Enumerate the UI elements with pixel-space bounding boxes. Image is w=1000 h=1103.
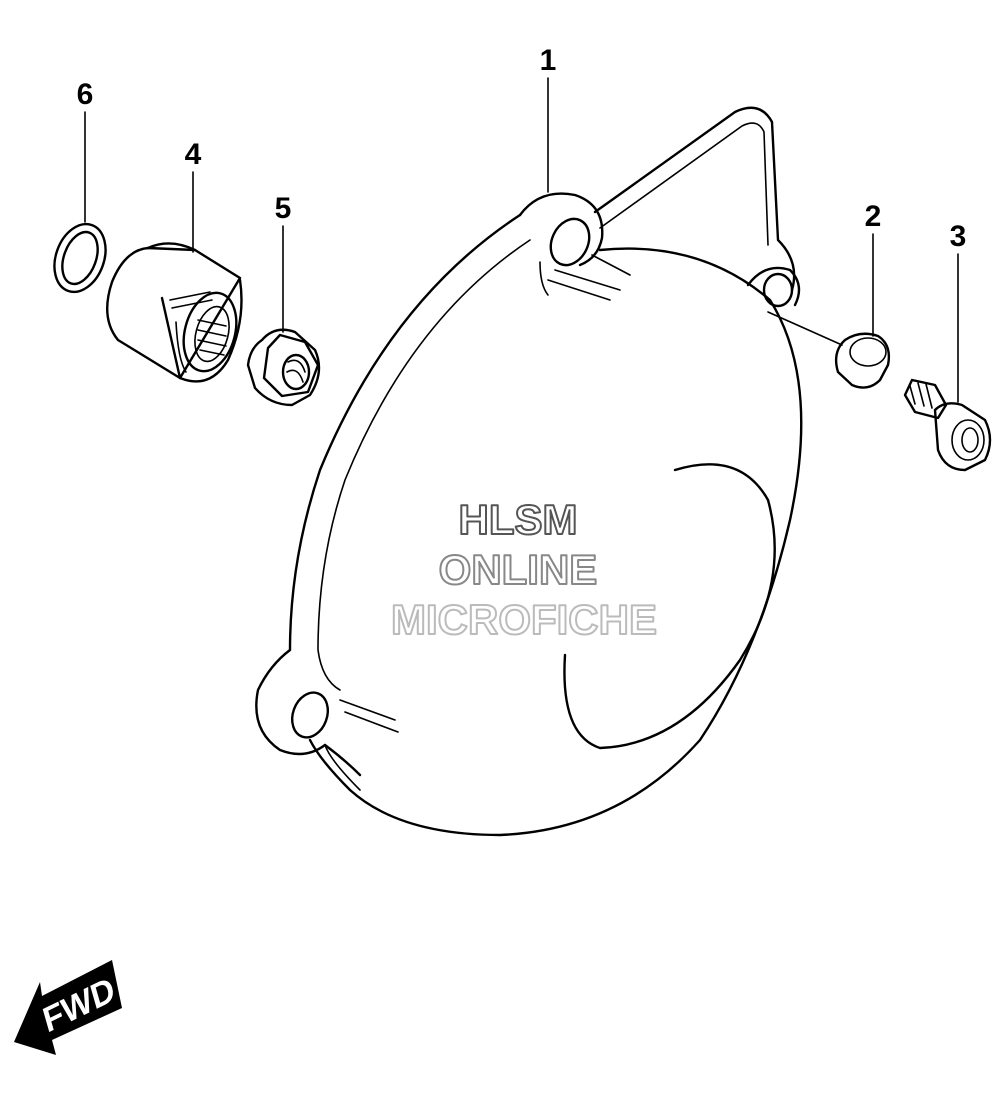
center-line [767, 311, 843, 346]
svg-text:MICROFICHE: MICROFICHE [391, 596, 657, 643]
callout-4: 4 [185, 138, 202, 253]
callout-6: 6 [77, 78, 94, 223]
fwd-arrow: FWD [14, 960, 122, 1055]
callout-2: 2 [865, 200, 882, 337]
part-6-o-ring[interactable] [45, 217, 114, 299]
part-4-sleeve[interactable] [106, 242, 244, 383]
svg-text:ONLINE: ONLINE [439, 546, 598, 593]
part-1-cover[interactable] [255, 106, 803, 837]
svg-text:HLSM: HLSM [459, 496, 578, 543]
svg-text:3: 3 [950, 220, 967, 253]
part-2-dowel-pin[interactable] [834, 332, 891, 389]
callout-3: 3 [950, 220, 967, 403]
svg-text:6: 6 [77, 78, 94, 111]
watermark: HLSM ONLINE MICROFICHE [390, 495, 658, 644]
part-5-nut[interactable] [246, 328, 321, 407]
svg-text:1: 1 [540, 44, 557, 77]
callout-5: 5 [275, 192, 292, 333]
svg-text:2: 2 [865, 200, 882, 233]
svg-text:4: 4 [185, 138, 202, 171]
svg-text:5: 5 [275, 192, 292, 225]
part-3-bolt[interactable] [903, 378, 992, 472]
callout-1: 1 [540, 44, 557, 193]
